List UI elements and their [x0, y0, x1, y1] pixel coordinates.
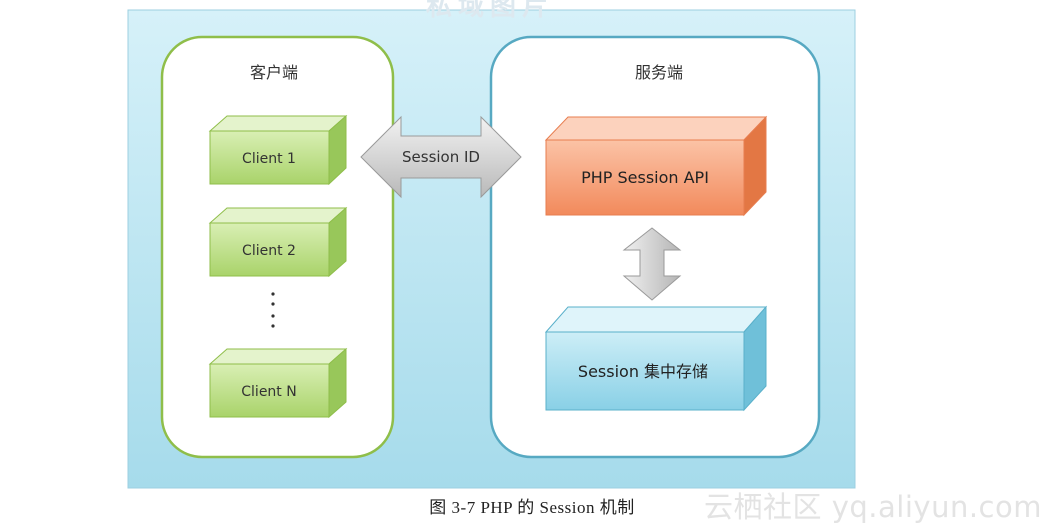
- session-id-arrow: Session ID: [360, 115, 522, 199]
- session-storage-label: Session 集中存储: [578, 362, 708, 381]
- client-1-box: Client 1: [208, 114, 348, 186]
- session-id-label: Session ID: [402, 148, 480, 166]
- client-n-label: Client N: [241, 384, 296, 400]
- top-watermark: 私域图片: [425, 0, 554, 22]
- client-ellipsis: [271, 292, 275, 328]
- session-storage-box: Session 集中存储: [544, 305, 768, 412]
- php-session-api-box: PHP Session API: [544, 115, 768, 217]
- client-2-label: Client 2: [242, 243, 296, 259]
- client-panel-title: 客户端: [250, 63, 298, 82]
- server-panel-title: 服务端: [635, 63, 683, 82]
- client-n-box: Client N: [208, 347, 348, 419]
- site-watermark: 云栖社区 yq.aliyun.com: [704, 490, 1042, 524]
- client-1-label: Client 1: [242, 151, 296, 167]
- client-2-box: Client 2: [208, 206, 348, 278]
- figure-caption: 图 3-7 PHP 的 Session 机制: [429, 498, 635, 517]
- php-session-api-label: PHP Session API: [581, 168, 709, 187]
- api-storage-arrow: [622, 227, 682, 301]
